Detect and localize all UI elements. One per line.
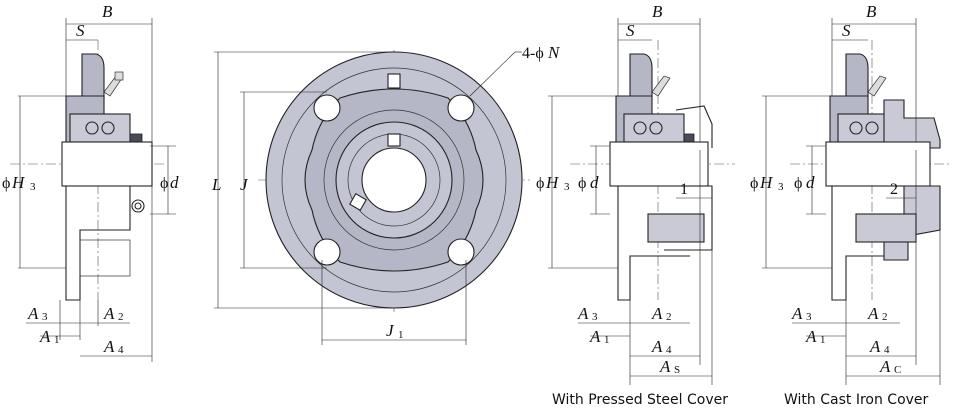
cast-dim-S-label: S	[842, 21, 851, 40]
dim-A1-sub: 1	[54, 334, 60, 346]
dim-A2-label: A	[103, 304, 115, 323]
side-section-view: B S ϕ H 3 ϕ d A 3 A 1 A 2 A 4	[2, 2, 179, 362]
dim-H3-sub: 3	[30, 181, 36, 193]
pressed-steel-cover-view: B S ϕ H 3 ϕ d 1 A 3 A 1 A 2 A 4 A S With…	[536, 2, 735, 408]
pressed-dim-A3-label: A	[577, 304, 589, 323]
pressed-clearance-label: 1	[680, 181, 688, 198]
pressed-dim-H3-sub: 3	[564, 181, 570, 193]
cast-dim-A2-label: A	[867, 304, 879, 323]
dim-A2-sub: 2	[118, 311, 124, 323]
pressed-dim-A3-sub: 3	[592, 311, 598, 323]
dim-H3-prefix: ϕ	[2, 175, 10, 192]
cast-dim-d-label: d	[806, 173, 815, 192]
dim-H3-label: H	[11, 173, 26, 192]
cast-dim-A1-label: A	[805, 327, 817, 346]
pressed-dim-S-label: S	[626, 21, 635, 40]
pressed-dim-A2-label: A	[651, 304, 663, 323]
pressed-dim-d-prefix: ϕ	[578, 175, 586, 192]
bolt-hole-prefix: 4-ϕ	[522, 45, 544, 62]
cast-dim-A2-sub: 2	[882, 311, 888, 323]
dim-d-label: d	[170, 173, 179, 192]
cast-dim-B-label: B	[866, 2, 877, 21]
dim-J-label: J	[240, 175, 249, 194]
front-view: L J J 1 4-ϕ N	[211, 43, 561, 345]
pressed-dim-A1-sub: 1	[604, 334, 610, 346]
pressed-dim-B-label: B	[652, 2, 663, 21]
cast-dim-A4-label: A	[869, 337, 881, 356]
cast-iron-cover-view: B S ϕ H 3 ϕ d 2 A 3 A 1 A 2 A 4 A C With…	[750, 2, 950, 408]
pressed-dim-d-label: d	[590, 173, 599, 192]
cast-dim-AC-sub: C	[894, 364, 901, 376]
dim-A4-sub: 4	[118, 344, 124, 356]
dim-B-label: B	[102, 2, 113, 21]
pressed-dim-A1-label: A	[589, 327, 601, 346]
dim-J1-label: J	[386, 321, 395, 340]
cast-dim-A3-sub: 3	[806, 311, 812, 323]
dim-J1-sub: 1	[398, 329, 404, 341]
cast-dim-A1-sub: 1	[820, 334, 826, 346]
cast-dim-AC-label: A	[879, 357, 891, 376]
pressed-dim-A4-label: A	[651, 337, 663, 356]
cast-clearance-label: 2	[890, 181, 898, 198]
pressed-dim-H3-label: H	[545, 173, 560, 192]
bolt-hole-label: N	[547, 43, 561, 62]
dim-A4-label: A	[103, 337, 115, 356]
cast-dim-A3-label: A	[791, 304, 803, 323]
cast-iron-caption: With Cast Iron Cover	[784, 392, 929, 408]
pressed-dim-AS-label: A	[659, 357, 671, 376]
dim-A3-label: A	[27, 304, 39, 323]
pressed-dim-A2-sub: 2	[666, 311, 672, 323]
dim-S-label: S	[76, 21, 85, 40]
cast-dim-H3-label: H	[759, 173, 774, 192]
dim-L-label: L	[211, 175, 221, 194]
pressed-dim-H3-prefix: ϕ	[536, 175, 544, 192]
dim-A1-label: A	[39, 327, 51, 346]
cast-dim-A4-sub: 4	[884, 344, 890, 356]
pressed-steel-caption: With Pressed Steel Cover	[552, 392, 728, 408]
dim-A3-sub: 3	[42, 311, 48, 323]
pressed-dim-A4-sub: 4	[666, 344, 672, 356]
dim-d-prefix: ϕ	[160, 175, 168, 192]
pressed-dim-AS-sub: S	[674, 364, 680, 376]
cast-dim-d-prefix: ϕ	[794, 175, 802, 192]
cast-dim-H3-sub: 3	[778, 181, 784, 193]
cast-dim-H3-prefix: ϕ	[750, 175, 758, 192]
